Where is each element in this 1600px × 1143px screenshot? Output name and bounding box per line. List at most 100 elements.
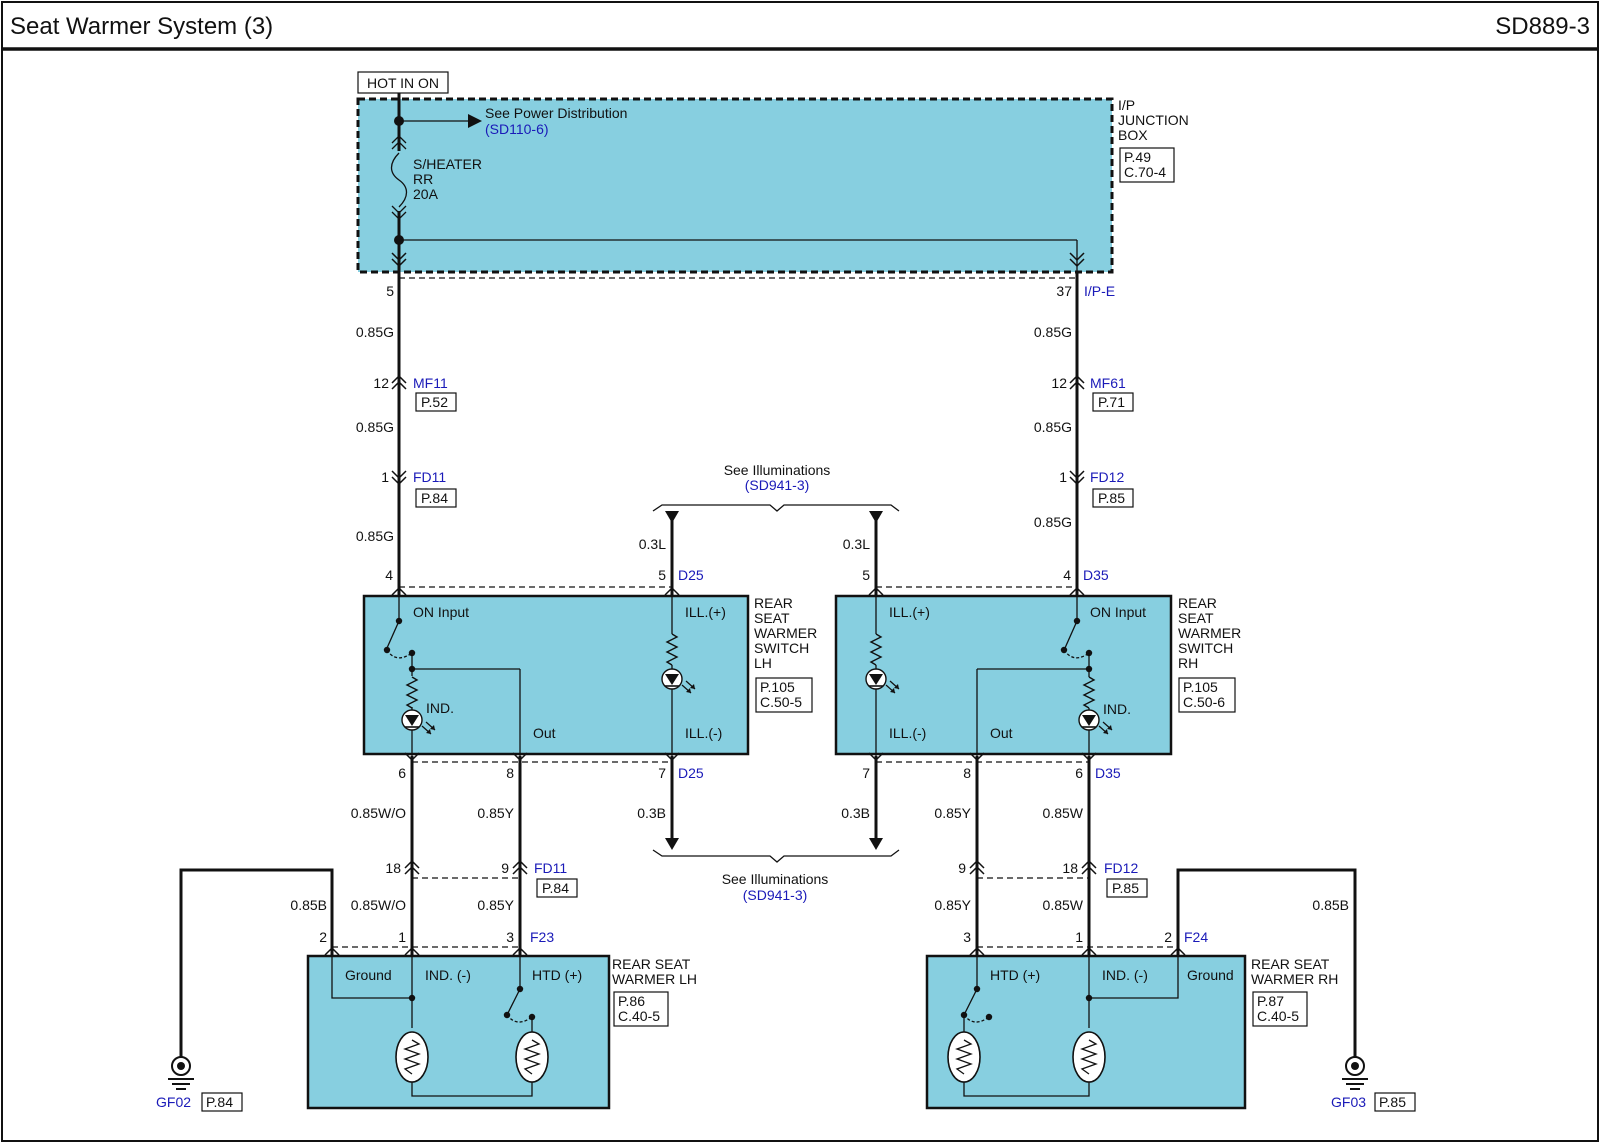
mf61-page[interactable]: P.71 bbox=[1098, 394, 1125, 410]
wire-label: 0.85B bbox=[290, 897, 327, 913]
switch-rh-pin-on: 4 bbox=[1063, 567, 1071, 583]
fuse-rating: 20A bbox=[413, 186, 439, 202]
page-code: SD889-3 bbox=[1495, 13, 1590, 40]
switch-lh-name-3: WARMER bbox=[754, 625, 817, 641]
switch-rh-name-4: SWITCH bbox=[1178, 640, 1233, 656]
wire-label: 0.3L bbox=[639, 536, 666, 552]
switch-lh-name-4: SWITCH bbox=[754, 640, 809, 656]
switch-rh-pin-ill-plus: 5 bbox=[862, 567, 870, 583]
fuse-name: S/HEATER bbox=[413, 156, 482, 172]
illum-bottom-ref[interactable]: (SD941-3) bbox=[743, 887, 808, 903]
mf11-page[interactable]: P.52 bbox=[421, 394, 448, 410]
switch-rh-label-ill-minus: ILL.(-) bbox=[889, 725, 926, 741]
jbox-pin-5: 5 bbox=[386, 283, 394, 299]
illum-top-text[interactable]: See Illuminations bbox=[724, 462, 831, 478]
fd11-top-page[interactable]: P.84 bbox=[421, 490, 448, 506]
jbox-name-1: I/P bbox=[1118, 97, 1135, 113]
jbox-connector-ipe: I/P-E bbox=[1084, 283, 1115, 299]
switch-rh-conn[interactable]: C.50-6 bbox=[1183, 694, 1225, 710]
illum-top-ref[interactable]: (SD941-3) bbox=[745, 477, 810, 493]
wire-label: 0.85W/O bbox=[351, 897, 406, 913]
warmer-lh-pin-ground: 2 bbox=[319, 929, 327, 945]
see-power-ref[interactable]: (SD110-6) bbox=[485, 121, 549, 137]
switch-rh-label-ill-plus: ILL.(+) bbox=[889, 604, 930, 620]
hot-in-on-label-box bbox=[357, 71, 449, 94]
mf11-name[interactable]: MF11 bbox=[413, 375, 448, 391]
fd12-top-page[interactable]: P.85 bbox=[1098, 490, 1125, 506]
ground-rh-name: GF03 bbox=[1331, 1094, 1366, 1110]
warmer-lh-pin-htd: 3 bbox=[506, 929, 514, 945]
fd12-top-name[interactable]: FD12 bbox=[1090, 469, 1124, 485]
warmer-rh-conn[interactable]: C.40-5 bbox=[1257, 1008, 1299, 1024]
wire-label: 0.85Y bbox=[477, 805, 514, 821]
fd11-bot-pin-b: 9 bbox=[501, 860, 509, 876]
fd11-top-name[interactable]: FD11 bbox=[413, 469, 446, 485]
rear-seat-warmer-switch-rh bbox=[834, 594, 1173, 756]
switch-rh-pin-ind: 6 bbox=[1075, 765, 1083, 781]
switch-rh-page[interactable]: P.105 bbox=[1183, 679, 1218, 695]
mf11-pin: 12 bbox=[373, 375, 389, 391]
jbox-page: P.49 bbox=[1124, 149, 1151, 165]
switch-lh-connector-bottom: D25 bbox=[678, 765, 704, 781]
switch-rh-label-out: Out bbox=[990, 725, 1013, 741]
switch-rh-name-1: REAR bbox=[1178, 595, 1217, 611]
rear-seat-warmer-lh bbox=[306, 954, 611, 1110]
switch-lh-name-2: SEAT bbox=[754, 610, 790, 626]
switch-lh-pin-out: 8 bbox=[506, 765, 514, 781]
wire-label: 0.85G bbox=[1034, 514, 1072, 530]
warmer-rh-page[interactable]: P.87 bbox=[1257, 993, 1284, 1009]
warmer-rh-pin-ground: 2 bbox=[1164, 929, 1172, 945]
warmer-lh-page[interactable]: P.86 bbox=[618, 993, 645, 1009]
switch-rh-connector-bottom: D35 bbox=[1095, 765, 1121, 781]
warmer-rh-connector: F24 bbox=[1184, 929, 1208, 945]
switch-lh-name-5: LH bbox=[754, 655, 772, 671]
mf61-name[interactable]: MF61 bbox=[1090, 375, 1126, 391]
wire-label: 0.85W bbox=[1043, 805, 1084, 821]
ground-rh-page[interactable]: P.85 bbox=[1379, 1094, 1406, 1110]
wire-label: 0.85Y bbox=[934, 897, 971, 913]
wire-label: 0.85W/O bbox=[351, 805, 406, 821]
switch-rh-label-ind: IND. bbox=[1103, 701, 1131, 717]
wire-label: 0.85G bbox=[356, 528, 394, 544]
see-power-text[interactable]: See Power Distribution bbox=[485, 105, 627, 121]
switch-lh-label-ill-plus: ILL.(+) bbox=[685, 604, 726, 620]
switch-lh-pin-ill-minus: 7 bbox=[658, 765, 666, 781]
page-title: Seat Warmer System (3) bbox=[10, 13, 273, 40]
switch-lh-name-1: REAR bbox=[754, 595, 793, 611]
jbox-conn: C.70-4 bbox=[1124, 164, 1166, 180]
switch-lh-conn[interactable]: C.50-5 bbox=[760, 694, 802, 710]
wire-label: 0.85G bbox=[1034, 324, 1072, 340]
ground-lh-page[interactable]: P.84 bbox=[206, 1094, 233, 1110]
warmer-lh-conn[interactable]: C.40-5 bbox=[618, 1008, 660, 1024]
ip-junction-box bbox=[356, 97, 1114, 274]
switch-lh-label-ill-minus: ILL.(-) bbox=[685, 725, 722, 741]
jbox-pin-37: 37 bbox=[1056, 283, 1072, 299]
fd11-bot-pin-a: 18 bbox=[385, 860, 401, 876]
fuse-sub: RR bbox=[413, 171, 433, 187]
switch-lh-label-out: Out bbox=[533, 725, 556, 741]
mf61-pin: 12 bbox=[1051, 375, 1067, 391]
wire-label: 0.85G bbox=[356, 419, 394, 435]
fd12-bot-page[interactable]: P.85 bbox=[1112, 880, 1139, 896]
warmer-lh-name-1: REAR SEAT bbox=[612, 956, 691, 972]
fd11-bot-page[interactable]: P.84 bbox=[542, 880, 569, 896]
warmer-rh-pin-ind: 1 bbox=[1075, 929, 1083, 945]
fd12-top-pin: 1 bbox=[1059, 469, 1067, 485]
switch-lh-connector-top: D25 bbox=[678, 567, 704, 583]
wire-label: 0.3B bbox=[637, 805, 666, 821]
fd11-bot-name[interactable]: FD11 bbox=[534, 860, 567, 876]
jbox-name-2: JUNCTION bbox=[1118, 112, 1189, 128]
warmer-rh-label-ind: IND. (-) bbox=[1102, 967, 1148, 983]
warmer-lh-label-ind: IND. (-) bbox=[425, 967, 471, 983]
warmer-rh-pin-htd: 3 bbox=[963, 929, 971, 945]
jbox-name-3: BOX bbox=[1118, 127, 1148, 143]
warmer-lh-internals bbox=[331, 956, 549, 1097]
illum-bottom-text[interactable]: See Illuminations bbox=[722, 871, 829, 887]
switch-lh-page[interactable]: P.105 bbox=[760, 679, 795, 695]
fd12-bot-name[interactable]: FD12 bbox=[1104, 860, 1138, 876]
fd12-bot-pin-b: 18 bbox=[1062, 860, 1078, 876]
switch-lh-label-ind: IND. bbox=[426, 700, 454, 716]
wire-label: 0.85Y bbox=[477, 897, 514, 913]
